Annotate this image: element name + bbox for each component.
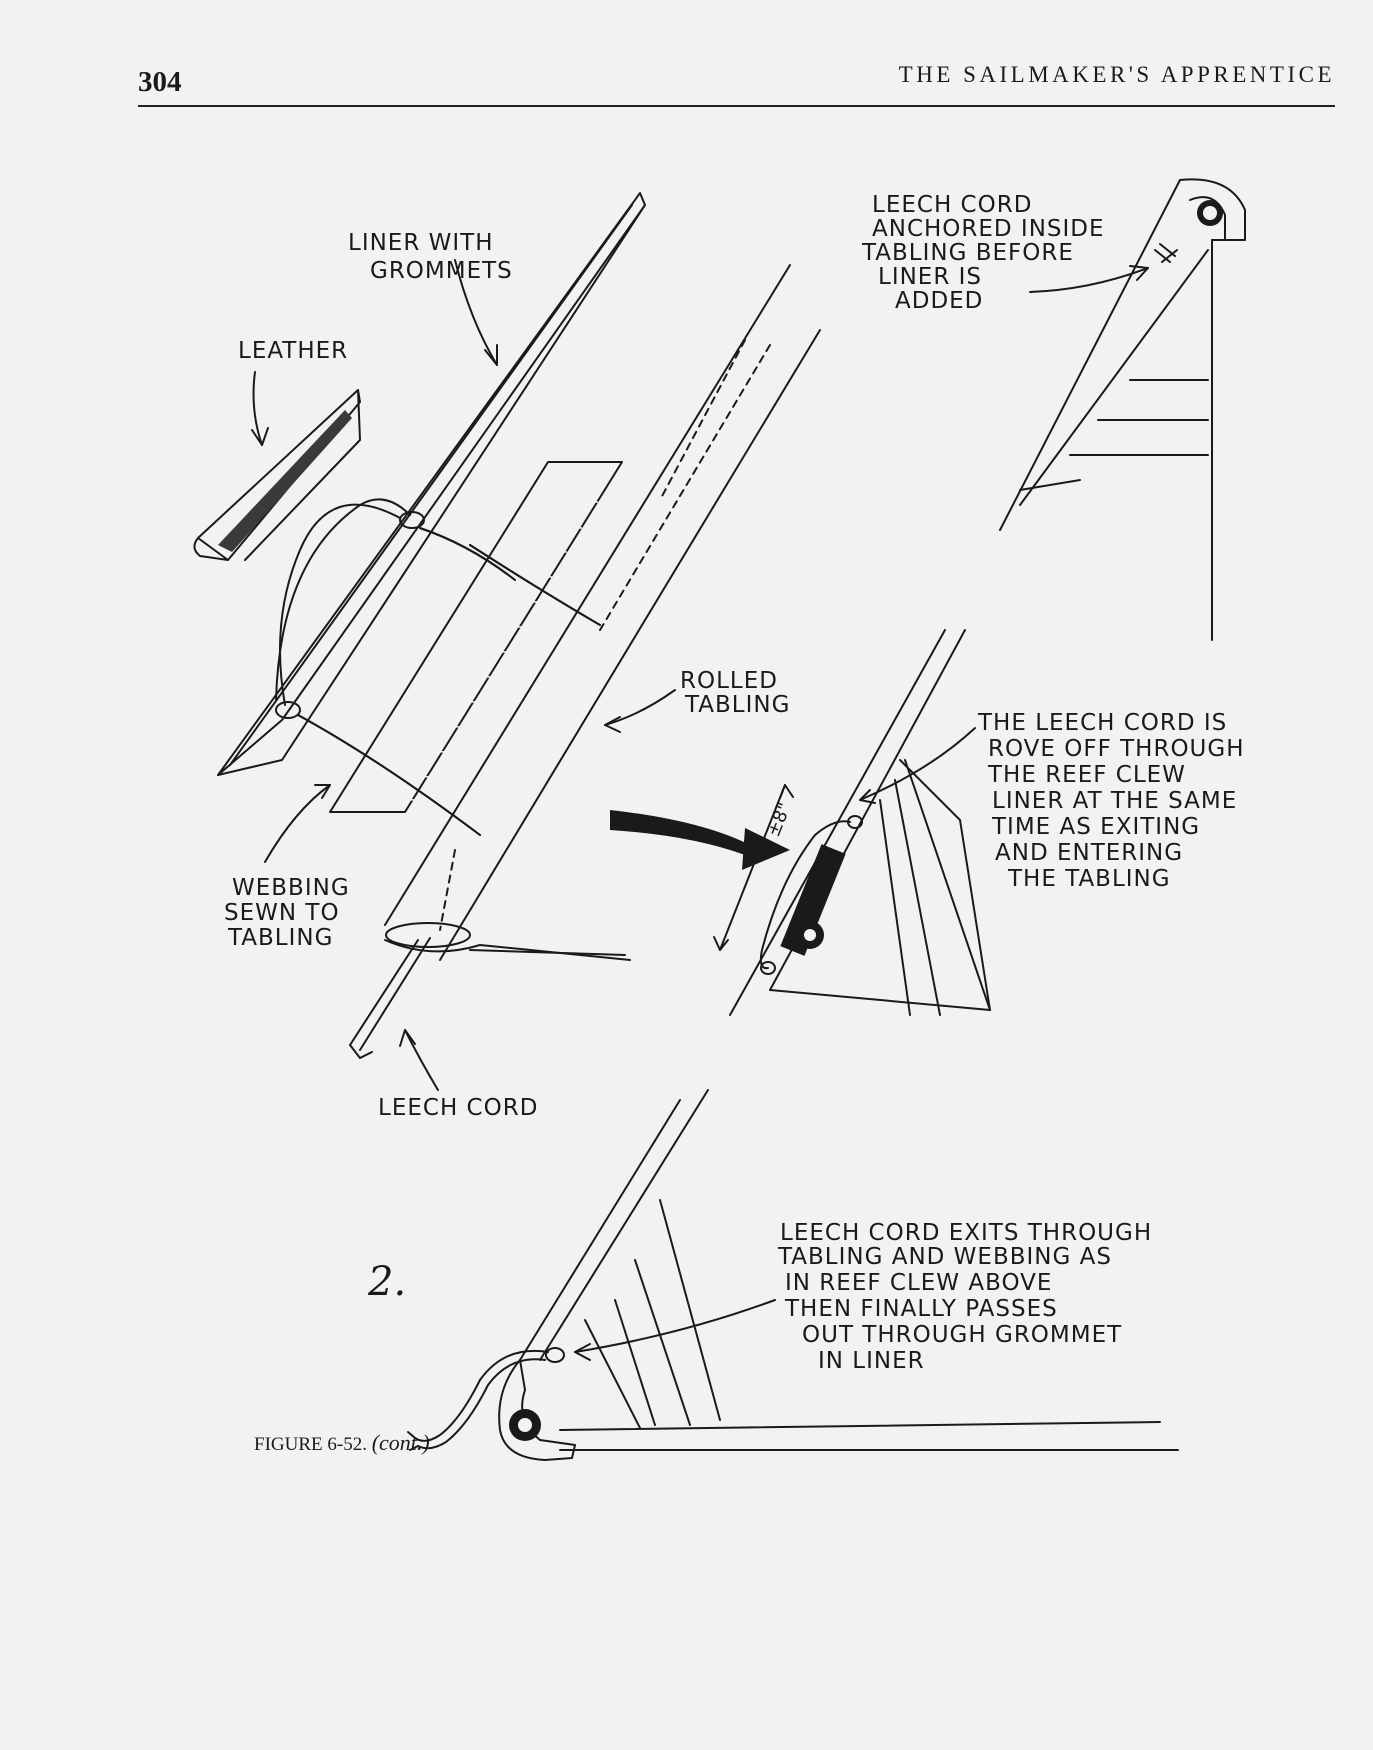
head-detail-drawing xyxy=(999,178,1246,641)
label-liner-with-grommets: LINER WITH GROMMETS xyxy=(348,230,513,284)
label-leech-cord-anchored: LEECH CORD ANCHORED INSIDE TABLING BEFOR… xyxy=(861,192,1113,314)
page-number: 304 xyxy=(138,66,182,98)
figure-caption: FIGURE 6-52. (cont.) xyxy=(254,1430,430,1456)
main-tabling-drawing xyxy=(193,192,821,1091)
label-rolled-tabling: ROLLED TABLING xyxy=(680,668,790,718)
running-head: THE SAILMAKER'S APPRENTICE xyxy=(898,62,1335,87)
label-webbing-sewn: WEBBING SEWN TO TABLING xyxy=(224,875,358,951)
label-leather: LEATHER xyxy=(238,338,348,364)
header-rule xyxy=(138,105,1335,107)
label-leech-cord: LEECH CORD xyxy=(378,1095,538,1121)
reef-clew-drawing xyxy=(610,629,991,1016)
label-leech-cord-exits: LEECH CORD EXITS THROUGH TABLING AND WEB… xyxy=(777,1220,1160,1374)
clew-detail-drawing xyxy=(407,1089,1179,1461)
step-marker: 2. xyxy=(367,1259,406,1305)
dimension-label: ±8" xyxy=(763,800,796,840)
label-leech-cord-rove: THE LEECH CORD IS ROVE OFF THROUGH THE R… xyxy=(977,710,1253,892)
caption-suffix: (cont.) xyxy=(371,1430,430,1455)
caption-number: FIGURE 6-52. xyxy=(254,1434,367,1455)
